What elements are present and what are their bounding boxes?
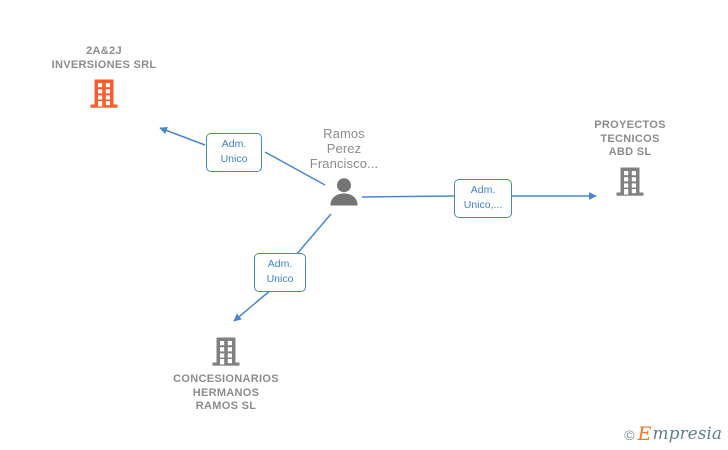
building-icon (87, 77, 121, 111)
node-concesionarios-label: CONCESIONARIOS HERMANOS RAMOS SL (173, 373, 279, 412)
building-icon (613, 165, 647, 199)
person-icon (327, 176, 361, 208)
node-2a2j-label: 2A&2J INVERSIONES SRL (51, 45, 157, 71)
brand-initial: E (637, 423, 652, 445)
brand-name: mpresia (652, 424, 723, 444)
edge-label-adm-unico-concesionarios[interactable]: Adm. Unico (254, 253, 306, 292)
building-icon (209, 335, 243, 369)
node-proyectos-tecnicos-abd[interactable]: PROYECTOS TECNICOS ABD SL (560, 119, 700, 199)
node-proyectos-label: PROYECTOS TECNICOS ABD SL (594, 119, 666, 158)
node-person-ramos-perez[interactable]: Ramos Perez Francisco... (274, 126, 414, 208)
copyright-icon: © (624, 426, 635, 443)
edge-label-adm-unico-2a2j[interactable]: Adm. Unico (206, 133, 262, 172)
node-person-label: Ramos Perez Francisco... (309, 126, 379, 171)
edge-label-adm-unico-proyectos[interactable]: Adm. Unico,... (454, 179, 512, 218)
node-2a2j-inversiones[interactable]: 2A&2J INVERSIONES SRL (34, 45, 174, 111)
node-concesionarios-hermanos-ramos[interactable]: CONCESIONARIOS HERMANOS RAMOS SL (156, 335, 296, 414)
empresia-watermark: © E mpresia (624, 425, 722, 444)
